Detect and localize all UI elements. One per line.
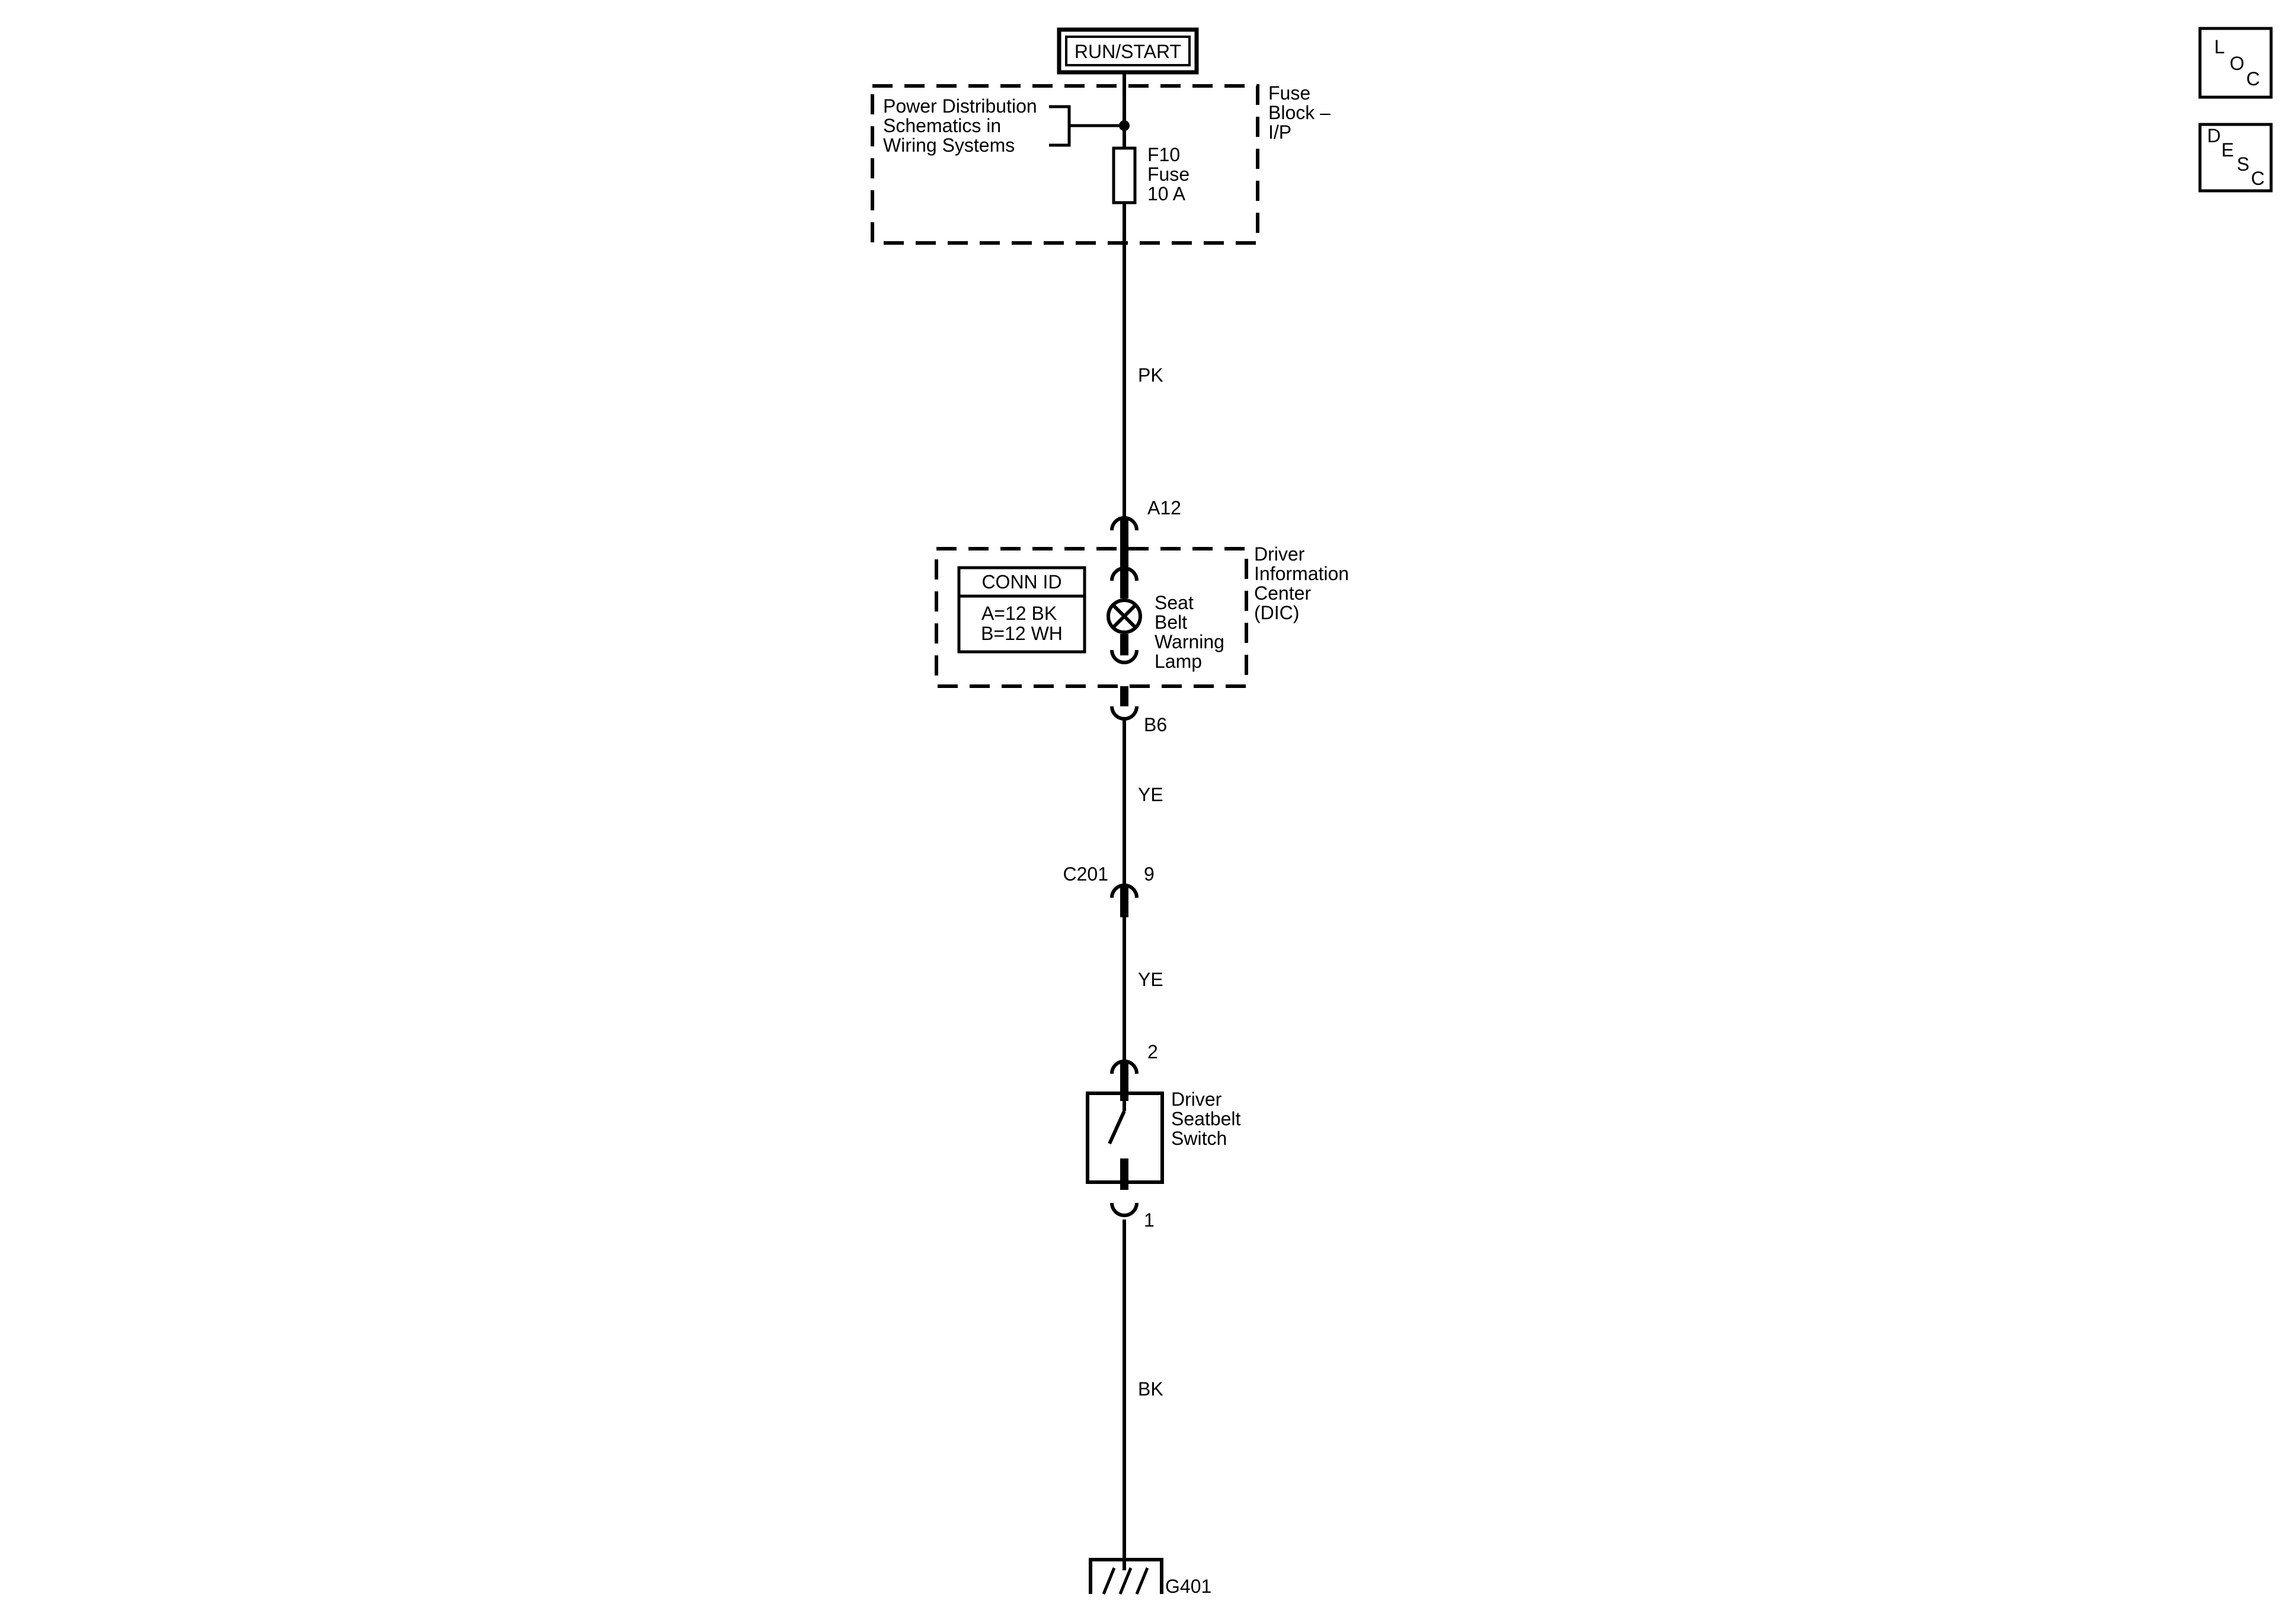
fuse-block-name: Fuse Block – I/P bbox=[1268, 82, 1336, 143]
power-source-label: RUN/START bbox=[1075, 41, 1181, 62]
power-source-run-start: RUN/START bbox=[1057, 27, 1199, 75]
inline-connector-c201: C201 9 bbox=[1063, 863, 1155, 917]
wire-color-bk: BK bbox=[1138, 1378, 1163, 1400]
switch-pin-1-label: 1 bbox=[1144, 1209, 1155, 1231]
connector-a12: A12 bbox=[1110, 497, 1181, 551]
seat-belt-warning-lamp-icon bbox=[1107, 598, 1142, 634]
loc-letter: O bbox=[2230, 53, 2244, 74]
desc-letter: S bbox=[2237, 153, 2249, 175]
pin-b6-label: B6 bbox=[1144, 714, 1167, 735]
connector-female-arc bbox=[1110, 1060, 1139, 1074]
ground-symbol-frame bbox=[1089, 1558, 1163, 1594]
power-distribution-reference: Power Distribution Schematics in Wiring … bbox=[883, 95, 1043, 156]
pin-a12-label: A12 bbox=[1147, 497, 1181, 518]
fuse-block-boundary bbox=[871, 84, 1259, 245]
desc-button[interactable]: D E S C bbox=[2198, 123, 2273, 193]
connector-female-arc bbox=[1110, 516, 1139, 531]
driver-information-center: Driver Information Center (DIC) CONN ID … bbox=[935, 543, 1354, 688]
fuse-symbol bbox=[1112, 146, 1137, 204]
wire-color-ye-upper: YE bbox=[1138, 784, 1163, 805]
conn-id-values: A=12 BK B=12 WH bbox=[981, 603, 1063, 644]
conn-id-title: CONN ID bbox=[981, 571, 1061, 593]
switch-pin-2-label: 2 bbox=[1147, 1041, 1158, 1062]
wire-color-ye-lower: YE bbox=[1138, 969, 1163, 990]
conn-id-table: CONN ID A=12 BK B=12 WH bbox=[957, 566, 1086, 654]
desc-letter: C bbox=[2251, 168, 2265, 189]
c201-label: C201 bbox=[1063, 863, 1109, 885]
fuse-label: F10 Fuse 10 A bbox=[1147, 144, 1195, 204]
desc-letter: D bbox=[2207, 125, 2221, 146]
loc-letter: L bbox=[2214, 36, 2225, 57]
ground-hatch bbox=[1102, 1567, 1116, 1595]
c201-pin-label: 9 bbox=[1144, 863, 1155, 885]
connector-female-arc bbox=[1110, 1202, 1139, 1217]
loc-letter: C bbox=[2246, 68, 2260, 89]
reference-bracket bbox=[1049, 105, 1071, 147]
desc-letter: E bbox=[2221, 139, 2234, 161]
ground-label: G401 bbox=[1165, 1576, 1211, 1597]
terminal-arc bbox=[1110, 649, 1139, 664]
wire-color-pk: PK bbox=[1138, 364, 1163, 386]
splice-dot bbox=[1119, 120, 1130, 131]
dic-name: Driver Information Center (DIC) bbox=[1254, 543, 1354, 623]
lamp-label: Seat Belt Warning Lamp bbox=[1155, 592, 1230, 672]
connector-b6: B6 bbox=[1110, 686, 1167, 735]
ground-hatch bbox=[1135, 1567, 1149, 1595]
driver-seatbelt-switch: 2 Driver Seatbelt Switch 1 bbox=[1086, 1041, 1246, 1231]
switch-name: Driver Seatbelt Switch bbox=[1171, 1089, 1246, 1149]
loc-button[interactable]: L O C bbox=[2198, 27, 2273, 99]
ground-hatch bbox=[1118, 1567, 1133, 1595]
connector-female-arc bbox=[1110, 706, 1139, 721]
switch-blade bbox=[1108, 1110, 1126, 1145]
ground-g401: G401 bbox=[1089, 1558, 1211, 1597]
fuse-block: Fuse Block – I/P Power Distribution Sche… bbox=[871, 82, 1336, 245]
